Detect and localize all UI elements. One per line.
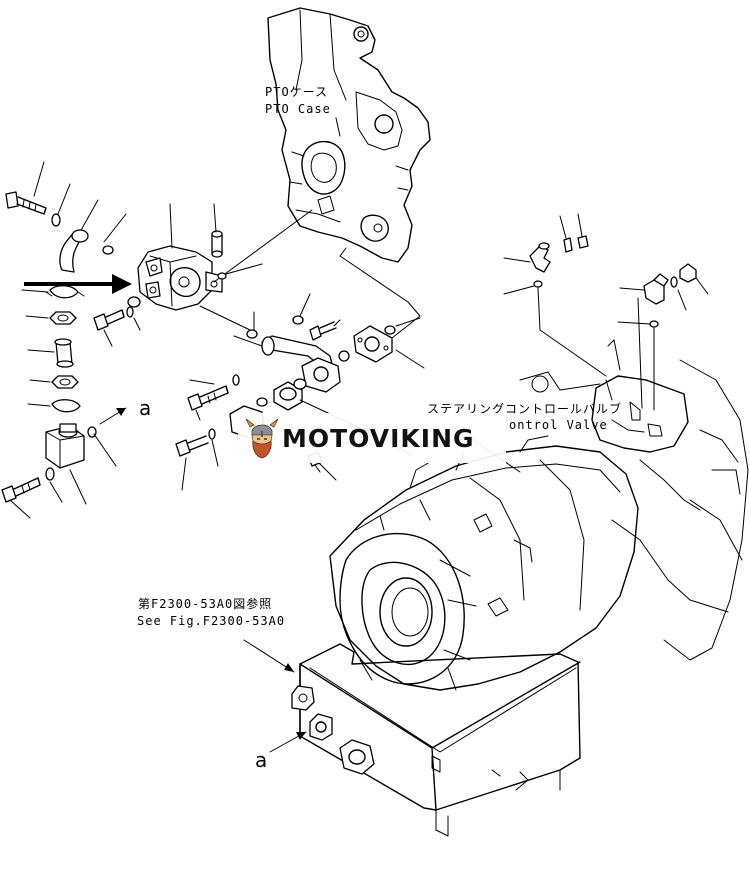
left-fasteners bbox=[1, 161, 132, 519]
pto-case-drawing bbox=[267, 7, 431, 263]
valve-fittings bbox=[503, 213, 709, 453]
steering-valve-label-en: ontrol Valve bbox=[509, 418, 608, 432]
steering-valve-label-jp: ステアリングコントロールバルブ bbox=[427, 402, 623, 416]
see-fig-label-en: See Fig.F2300-53A0 bbox=[137, 614, 286, 628]
callout-a-upper: a bbox=[139, 396, 152, 420]
watermark-text: MOTOVIKING bbox=[282, 423, 475, 453]
pto-case-label-en: PTO Case bbox=[265, 102, 331, 116]
hydraulic-pump bbox=[93, 203, 313, 347]
callout-a-lower: a bbox=[255, 748, 268, 772]
viking-helmet-logo-icon bbox=[245, 418, 279, 459]
watermark: MOTOVIKING bbox=[238, 413, 506, 463]
pto-case-label-jp: PTOケース bbox=[265, 85, 329, 99]
transmission-case bbox=[243, 359, 749, 837]
see-fig-label-jp: 第F2300-53A0図参照 bbox=[138, 597, 273, 611]
